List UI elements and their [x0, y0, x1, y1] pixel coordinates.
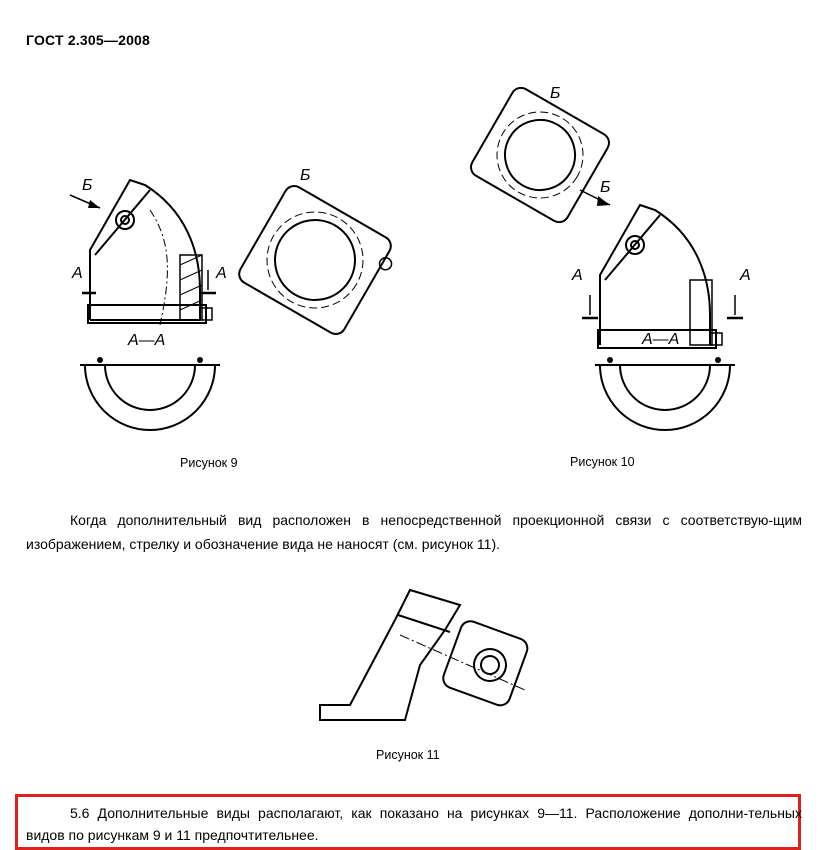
- fig10-cut-label-left: А: [571, 267, 583, 284]
- fig9-arrow-label: Б: [82, 177, 92, 194]
- figure-9-drawing: Б А А А—А Б: [69, 167, 393, 431]
- highlighted-paragraph: 5.6 Дополнительные виды располагают, как…: [26, 802, 802, 846]
- fig9-section-label: А—А: [127, 332, 165, 349]
- fig10-arrow-label: Б: [600, 179, 610, 196]
- figure-10-caption: Рисунок 10: [570, 455, 635, 469]
- fig9-view-label: Б: [300, 167, 310, 184]
- figure-11-caption: Рисунок 11: [376, 748, 440, 762]
- figure-11-drawing: [319, 588, 529, 721]
- fig10-view-label: Б: [550, 85, 560, 102]
- fig10-cut-label-right: А: [739, 267, 751, 284]
- fig10-section-label: А—А: [641, 331, 679, 348]
- body-paragraph: Когда дополнительный вид расположен в не…: [26, 508, 802, 556]
- figure-9-caption: Рисунок 9: [180, 456, 238, 470]
- figure-10-drawing: Б Б А А А—А: [470, 85, 751, 431]
- highlighted-paragraph-text: 5.6 Дополнительные виды располагают, как…: [26, 805, 802, 843]
- document-header-title: ГОСТ 2.305—2008: [26, 32, 151, 48]
- fig9-cut-label-right: А: [215, 265, 227, 282]
- body-paragraph-text: Когда дополнительный вид расположен в не…: [26, 512, 802, 552]
- fig9-cut-label-left: А: [71, 265, 83, 282]
